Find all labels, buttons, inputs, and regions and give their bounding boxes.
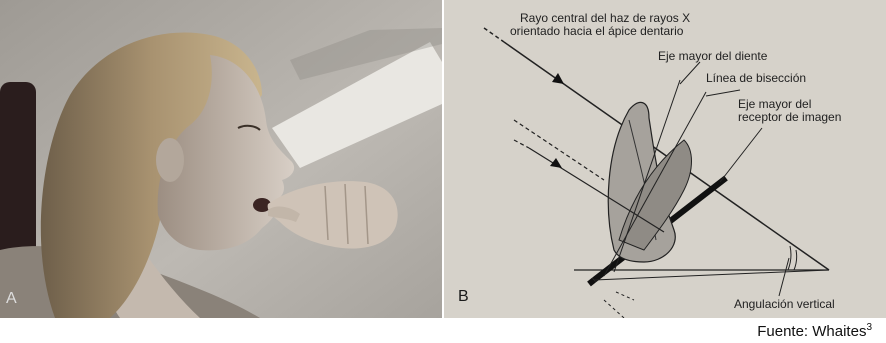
diagram-panel: Rayo central del haz de rayos X orientad… <box>444 0 886 318</box>
panel-label-a: A <box>6 290 17 308</box>
ear <box>156 138 184 182</box>
bisecting-angle-diagram <box>444 0 886 318</box>
photo-panel: A <box>0 0 442 318</box>
source-text: Fuente: Whaites <box>757 323 866 340</box>
label-central-ray-line2: orientado hacia el ápice dentario <box>510 25 683 38</box>
panel-label-b: B <box>458 288 469 306</box>
label-receptor-axis-line2: receptor de imagen <box>738 111 841 124</box>
label-tooth-long-axis: Eje mayor del diente <box>658 50 767 63</box>
patient-photo <box>0 0 442 318</box>
source-caption: Fuente: Whaites3 <box>757 322 872 340</box>
headrest <box>0 82 36 272</box>
source-reference-number: 3 <box>866 322 872 333</box>
label-vertical-angulation: Angulación vertical <box>734 298 835 311</box>
label-bisecting-line: Línea de bisección <box>706 72 806 85</box>
